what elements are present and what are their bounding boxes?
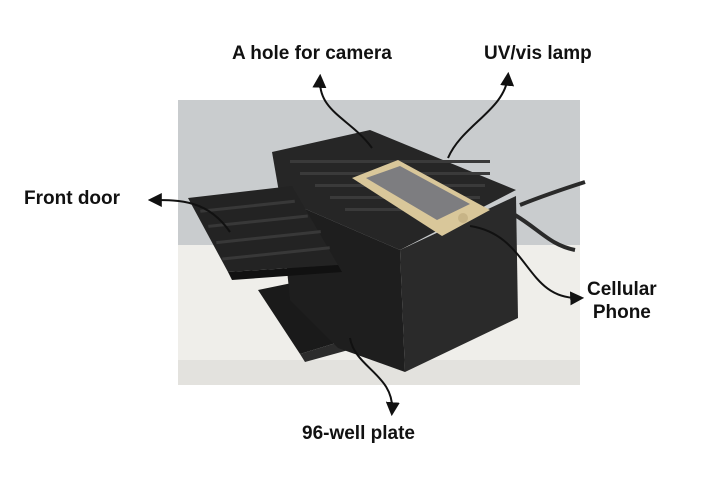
phone-home-button: [458, 213, 468, 223]
label-front-door: Front door: [24, 188, 121, 209]
label-cellular-phone-line2: Phone: [592, 301, 651, 323]
front-door-edge: [228, 265, 342, 280]
label-well-plate: 96-well plate: [302, 423, 415, 444]
power-cable: [519, 180, 586, 207]
label-uv-vis-lamp: UV/vis lamp: [484, 43, 592, 64]
label-camera-hole: A hole for camera: [232, 43, 392, 64]
label-cellular-phone-line1: Cellular: [587, 279, 657, 300]
phone-screen: [366, 166, 470, 220]
label-cellular-phone: Cellular Phone: [587, 279, 657, 325]
photo-shadow: [178, 360, 580, 385]
